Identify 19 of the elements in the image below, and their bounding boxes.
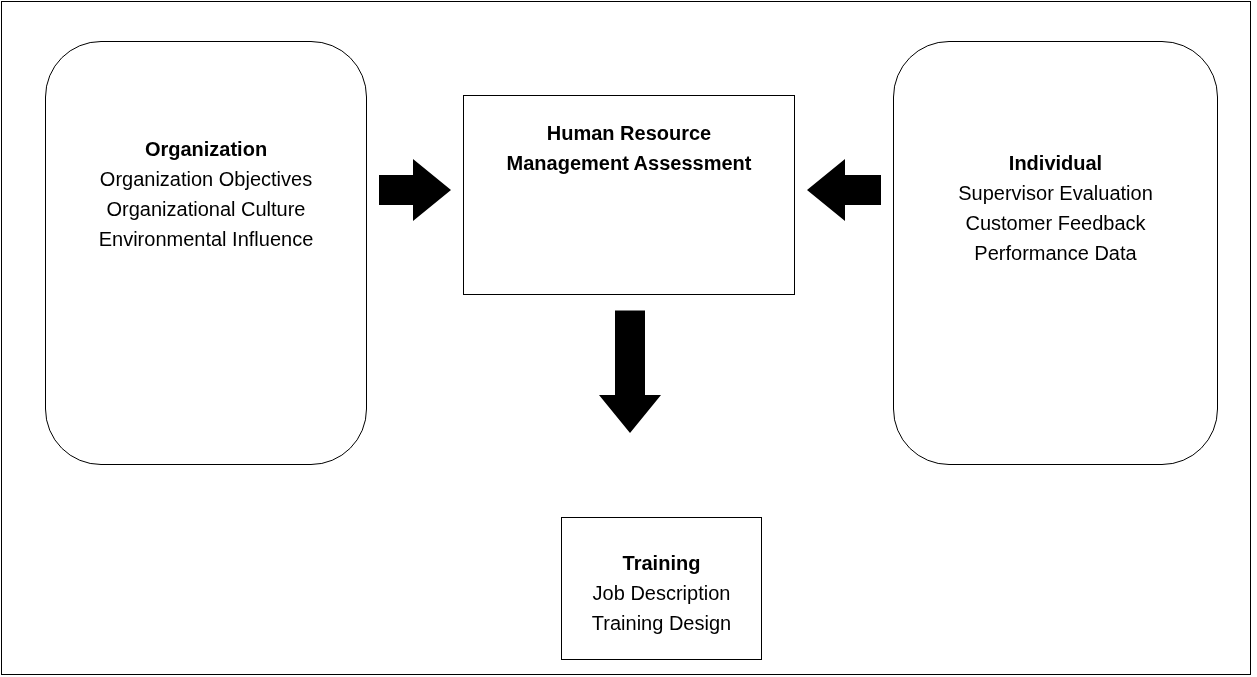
box-item: Training Design <box>590 611 733 636</box>
box-item: Environmental Influence <box>97 227 315 252</box>
block-arrow <box>379 159 451 221</box>
box-item: Organization Objectives <box>98 167 314 192</box>
box-item: Organizational Culture <box>105 197 307 222</box>
box-item: Customer Feedback <box>964 211 1147 236</box>
rounded-box <box>45 41 367 465</box>
box-item: Job Description <box>591 581 732 606</box>
box-heading: Human Resource Management Assessment <box>505 121 753 176</box>
block-arrow <box>807 159 881 221</box>
block-arrow <box>599 310 661 433</box>
process-box <box>561 517 762 660</box>
box-item: Supervisor Evaluation <box>957 181 1154 206</box>
box-item: Performance Data <box>973 241 1138 266</box>
process-box <box>463 95 795 295</box>
box-heading: Training <box>621 551 702 576</box>
rounded-box <box>893 41 1218 465</box>
box-heading: Organization <box>143 137 269 162</box>
box-heading: Individual <box>1007 151 1104 176</box>
